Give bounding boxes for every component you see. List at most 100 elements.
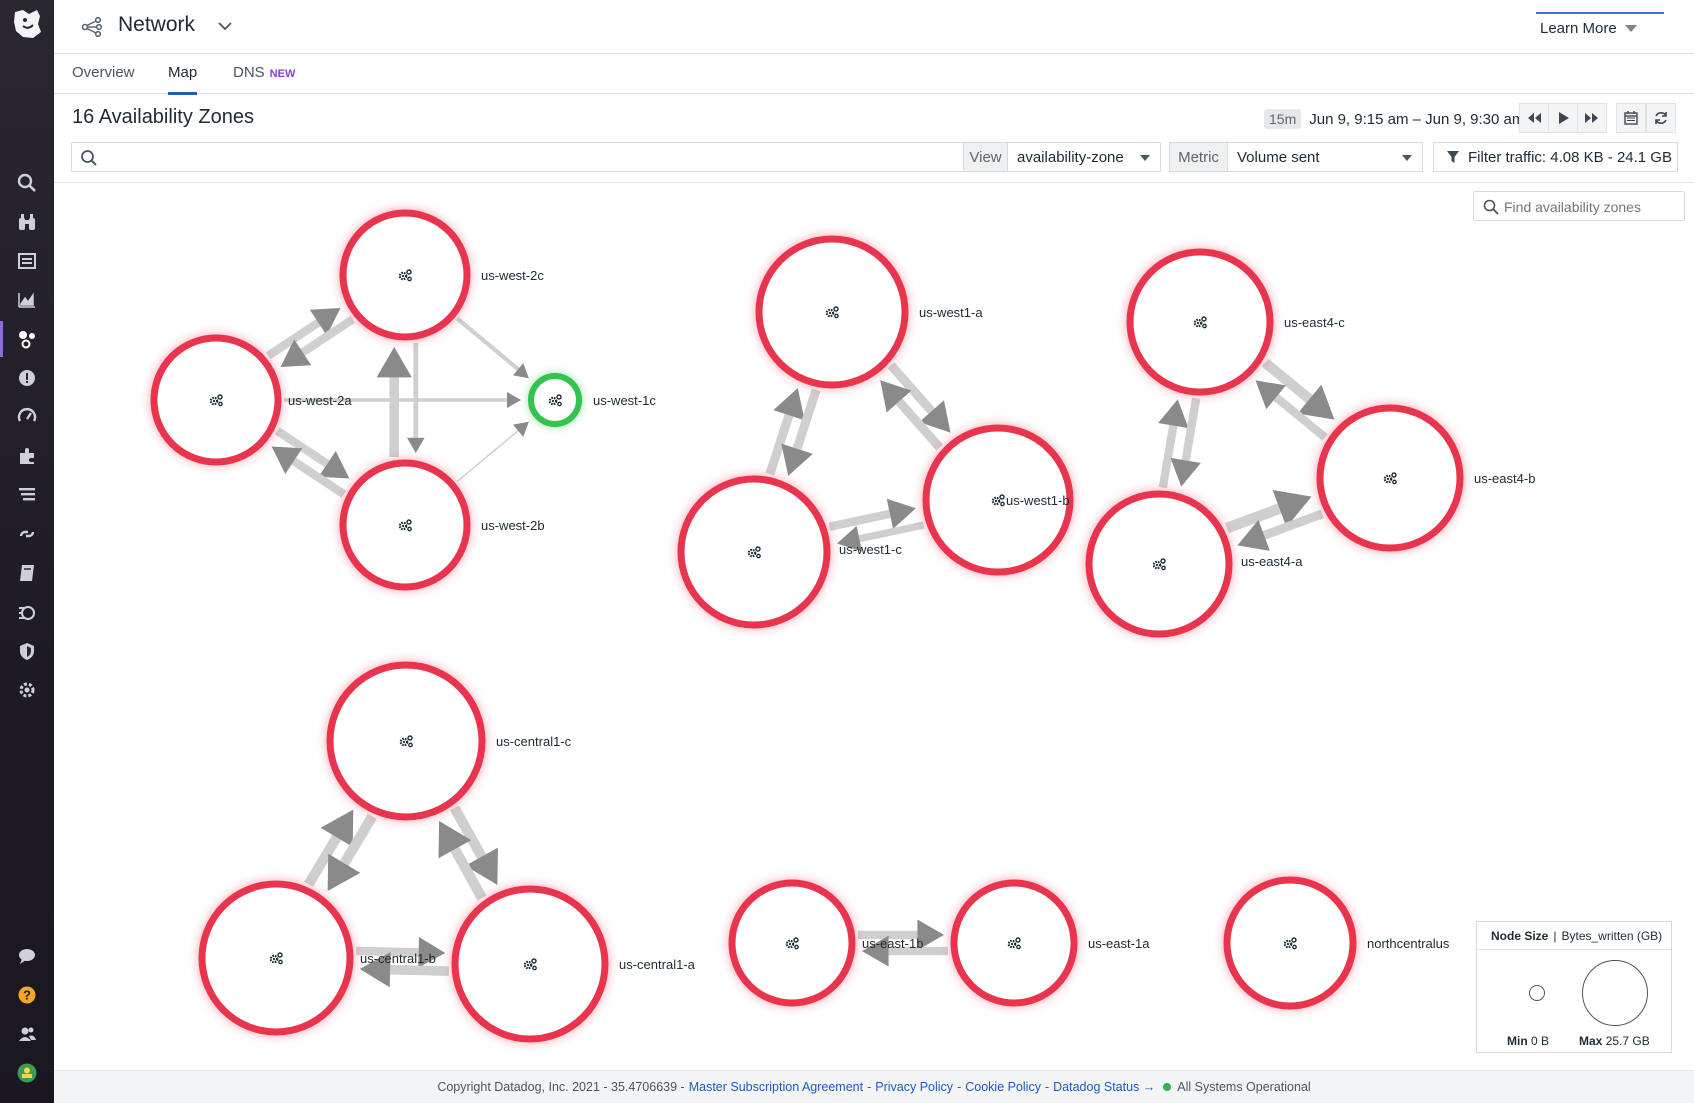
edge-us-central1-a-to-us-central1-c[interactable] xyxy=(438,820,487,901)
metrics-icon[interactable] xyxy=(15,288,39,312)
zone-node-northcentralus[interactable]: northcentralus xyxy=(1223,876,1450,1010)
search-input[interactable] xyxy=(108,147,948,169)
cookie-link[interactable]: Cookie Policy xyxy=(965,1080,1041,1094)
zone-node-us-west1-c[interactable]: us-west1-c xyxy=(677,475,902,629)
zone-node-us-east4-b[interactable]: us-east4-b xyxy=(1316,404,1535,552)
zone-node-us-central1-b[interactable]: us-central1-b xyxy=(198,880,436,1036)
tab-overview[interactable]: Overview xyxy=(72,64,135,94)
edge-us-west1-b-to-us-west1-a[interactable] xyxy=(880,380,943,451)
legend-max-circle xyxy=(1582,960,1648,1026)
metric-label: Metric xyxy=(1169,142,1228,172)
fast-forward-button[interactable] xyxy=(1577,103,1607,133)
edge-us-east4-b-to-us-east4-c[interactable] xyxy=(1255,380,1328,441)
edge-us-west1-c-to-us-west1-b[interactable] xyxy=(828,498,916,531)
status-link[interactable]: Datadog Status → xyxy=(1053,1080,1156,1094)
time-window-badge: 15m xyxy=(1264,109,1302,129)
msa-link[interactable]: Master Subscription Agreement xyxy=(688,1080,864,1094)
zone-node-us-west1-a[interactable]: us-west1-a xyxy=(755,235,983,389)
monitors-icon[interactable] xyxy=(15,366,39,390)
zone-node-us-west1-b[interactable]: us-west1-b xyxy=(922,424,1074,576)
edge-us-central1-a-to-us-central1-b[interactable] xyxy=(359,952,449,988)
network-icon[interactable] xyxy=(0,321,39,357)
settings-icon[interactable] xyxy=(15,678,39,702)
search-bar[interactable] xyxy=(71,142,964,172)
notebooks-icon[interactable] xyxy=(15,561,39,585)
zone-node-us-east-1a[interactable]: us-east-1a xyxy=(950,879,1150,1007)
chat-icon[interactable] xyxy=(15,944,39,968)
rum-icon[interactable] xyxy=(15,600,39,624)
time-range-selector[interactable]: 15m Jun 9, 9:15 am – Jun 9, 9:30 am xyxy=(1264,107,1524,131)
edge-us-east4-a-to-us-east4-c[interactable] xyxy=(1158,399,1189,489)
edge-us-east-1a-to-us-east-1b[interactable] xyxy=(862,935,948,967)
find-zones-field[interactable] xyxy=(1473,191,1685,221)
edge-us-west-2b-to-us-west-1c[interactable] xyxy=(456,421,529,483)
refresh-button[interactable] xyxy=(1646,103,1676,133)
edge-us-west-2c-to-us-west-1c[interactable] xyxy=(455,316,529,379)
synthetics-icon[interactable] xyxy=(15,522,39,546)
integrations-icon[interactable] xyxy=(15,444,39,468)
zone-label: us-east4-b xyxy=(1474,471,1535,486)
edge-us-west1-b-to-us-west1-c[interactable] xyxy=(837,521,925,552)
edge-us-east4-c-to-us-east4-b[interactable] xyxy=(1261,358,1335,420)
edge-us-west1-a-to-us-west1-b[interactable] xyxy=(887,362,951,433)
edge-us-west-2a-to-us-west-1c[interactable] xyxy=(284,392,521,408)
edge-us-central1-c-to-us-central1-a[interactable] xyxy=(450,805,498,885)
edge-us-west1-a-to-us-west1-c[interactable] xyxy=(781,388,821,476)
metric-select[interactable]: Volume sent xyxy=(1228,142,1423,172)
edge-us-west-2b-to-us-west-2a[interactable] xyxy=(271,446,347,498)
zone-node-us-east-1b[interactable]: us-east-1b xyxy=(728,879,923,1007)
copyright-text: Copyright Datadog, Inc. 2021 - 35.470663… xyxy=(437,1080,685,1094)
page-title[interactable]: Network xyxy=(118,13,196,36)
zone-node-us-east4-c[interactable]: us-east4-c xyxy=(1126,248,1345,396)
network-map-icon xyxy=(80,15,104,39)
edge-us-west-2a-to-us-west-2c[interactable] xyxy=(265,307,341,360)
edge-us-west-2a-to-us-west-2b[interactable] xyxy=(274,427,350,479)
privacy-link[interactable]: Privacy Policy xyxy=(875,1080,954,1094)
edge-us-central1-b-to-us-central1-c[interactable] xyxy=(304,809,354,887)
rewind-button[interactable] xyxy=(1519,103,1549,133)
filter-icon xyxy=(1447,151,1459,163)
edge-us-east4-b-to-us-east4-a[interactable] xyxy=(1237,509,1324,551)
security-icon[interactable] xyxy=(15,639,39,663)
dashboard-icon[interactable] xyxy=(15,249,39,273)
zone-node-us-west-2b[interactable]: us-west-2b xyxy=(339,459,545,591)
edge-us-west-2c-to-us-west-2a[interactable] xyxy=(280,315,356,368)
play-button[interactable] xyxy=(1548,103,1578,133)
chevron-down-icon[interactable] xyxy=(216,17,234,35)
view-select[interactable]: availability-zone xyxy=(1008,142,1161,172)
edge-us-west-2b-to-us-west-2c[interactable] xyxy=(376,347,412,457)
logs-icon[interactable] xyxy=(15,483,39,507)
edge-us-east4-a-to-us-east4-b[interactable] xyxy=(1224,490,1312,534)
zone-label: northcentralus xyxy=(1367,936,1450,951)
edge-us-west1-c-to-us-west1-a[interactable] xyxy=(765,388,805,476)
calendar-button[interactable] xyxy=(1616,103,1646,133)
zone-node-us-east4-a[interactable]: us-east4-a xyxy=(1085,490,1303,638)
edge-us-central1-c-to-us-central1-b[interactable] xyxy=(327,813,377,892)
legend-min: Min 0 B xyxy=(1507,1034,1549,1048)
zone-node-us-central1-a[interactable]: us-central1-a xyxy=(451,885,696,1043)
edge-us-west-2c-to-us-west-2b[interactable] xyxy=(407,343,425,453)
learn-more-button[interactable]: Learn More xyxy=(1536,12,1664,42)
user-avatar-icon[interactable] xyxy=(15,1061,39,1085)
binoculars-icon[interactable] xyxy=(15,210,39,234)
zone-node-us-west-2a[interactable]: us-west-2a xyxy=(150,334,352,466)
node-size-legend: Node Size | Bytes_written (GB) Min 0 B M… xyxy=(1476,921,1672,1053)
help-icon[interactable]: ? xyxy=(15,983,39,1007)
zone-label: us-east4-a xyxy=(1241,554,1303,569)
view-label: View xyxy=(963,142,1008,172)
find-zones-input[interactable] xyxy=(1504,196,1679,218)
zone-node-us-west-1c[interactable]: us-west-1c xyxy=(528,373,656,427)
apm-icon[interactable] xyxy=(15,405,39,429)
zone-node-us-central1-c[interactable]: us-central1-c xyxy=(326,661,572,821)
filter-traffic-button[interactable]: Filter traffic: 4.08 KB - 24.1 GB xyxy=(1433,142,1678,172)
search-icon[interactable] xyxy=(15,171,39,195)
datadog-logo-icon[interactable] xyxy=(9,6,45,42)
edge-us-east-1b-to-us-east-1a[interactable] xyxy=(858,919,944,951)
edge-us-east4-c-to-us-east4-a[interactable] xyxy=(1170,397,1201,487)
zone-node-us-west-2c[interactable]: us-west-2c xyxy=(339,209,544,341)
tab-map[interactable]: Map xyxy=(168,64,198,95)
edge-us-central1-b-to-us-central1-a[interactable] xyxy=(356,936,446,968)
team-icon[interactable] xyxy=(15,1022,39,1046)
